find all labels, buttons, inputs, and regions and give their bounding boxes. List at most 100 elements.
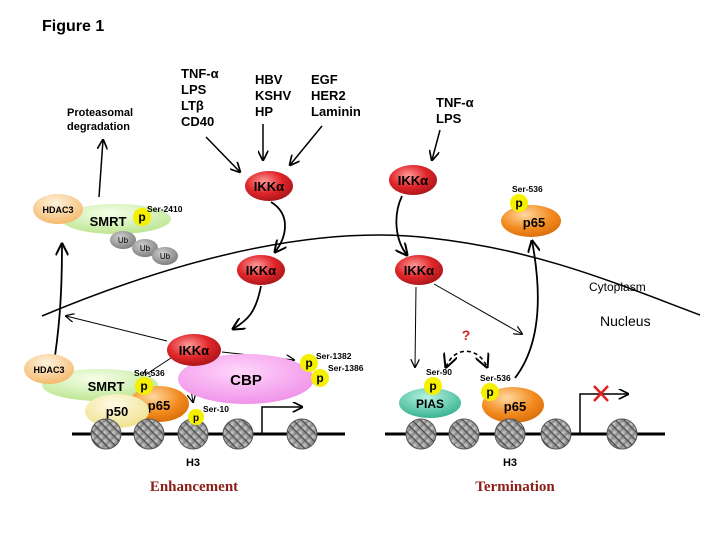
- arrow-stimuli3-to-ikka: [290, 125, 323, 165]
- ikka-label: IKKα: [404, 263, 434, 278]
- question-mark: ?: [462, 327, 471, 343]
- stimulus-tnfa-2: TNF-α: [436, 95, 474, 110]
- hdac3-label: HDAC3: [42, 205, 73, 215]
- ser-90-label: Ser-90: [426, 367, 452, 377]
- ikka-nuclear-left: IKKα: [167, 334, 221, 366]
- arrow-nuclear-smrt-to-cytoplasm: [54, 244, 62, 357]
- stimulus-hbv: HBV: [255, 72, 283, 87]
- hdac3-nuclear: [24, 354, 74, 384]
- p65-label: p65: [504, 399, 526, 414]
- stimulus-ltb: LTβ: [181, 98, 204, 113]
- ser-536-label: Ser-536: [512, 184, 543, 194]
- stimulus-lps-1: LPS: [181, 82, 207, 97]
- stimulus-tnfa-1: TNF-α: [181, 66, 219, 81]
- stimulus-lps-2: LPS: [436, 111, 462, 126]
- hdac3-top: [33, 194, 83, 224]
- p-label: p: [515, 196, 522, 210]
- question-interaction-arrow: [446, 350, 487, 367]
- p-label: p: [429, 379, 436, 393]
- phospho-cbp-2: [311, 369, 329, 387]
- arrow-p65-export: [514, 241, 538, 379]
- ser-10-label: Ser-10: [203, 404, 229, 414]
- arrow-ikka-to-nuclear-ikka: [233, 285, 262, 329]
- nucleosomes-right: [405, 418, 638, 450]
- nucleosome: [540, 418, 572, 450]
- ikka-label: IKKα: [398, 173, 428, 188]
- ub-label: Ub: [118, 236, 129, 245]
- nucleosome: [286, 418, 318, 450]
- p65-label: p65: [148, 398, 170, 413]
- cytoplasm-label: Cytoplasm: [589, 280, 646, 294]
- phospho-pias: [424, 377, 442, 395]
- nucleosome: [222, 418, 254, 450]
- ser-1386-label: Ser-1386: [328, 363, 364, 373]
- phospho-p65-left: [135, 377, 153, 395]
- arrow-ikka-to-ikka-left: [270, 201, 285, 252]
- pias-label: PIAS: [416, 397, 444, 411]
- stimulus-laminin: Laminin: [311, 104, 361, 119]
- p-label: p: [193, 413, 199, 424]
- nucleosome: [90, 418, 122, 450]
- smrt-complex-nuclear: SMRT HDAC3: [24, 354, 158, 401]
- ub-label: Ub: [160, 252, 171, 261]
- stimulus-her2: HER2: [311, 88, 346, 103]
- stimuli-group-3: EGF HER2 Laminin: [311, 72, 361, 119]
- nucleosome: [448, 418, 480, 450]
- degradation-label: degradation: [67, 121, 130, 133]
- stimuli-group-4: TNF-α LPS: [436, 95, 474, 126]
- hdac3-label: HDAC3: [33, 365, 64, 375]
- p-label: p: [316, 371, 323, 385]
- ikka-label: IKKα: [246, 263, 276, 278]
- p-label: p: [138, 210, 145, 224]
- ub-2: [132, 239, 158, 257]
- p50-label: p50: [106, 404, 128, 419]
- ser-536-label: Ser-536: [480, 373, 511, 383]
- arrow-ikka-to-p65: [142, 357, 172, 377]
- smrt-label: SMRT: [88, 379, 125, 394]
- p65-cytoplasm-right: p65 p Ser-536: [501, 184, 561, 237]
- arrow-stimuli1-to-ikka: [205, 136, 240, 172]
- arrow-ikka-to-smrt: [66, 316, 168, 342]
- membrane-curve: [41, 234, 701, 317]
- stimulus-cd40: CD40: [181, 114, 214, 129]
- cbp-label: CBP: [230, 372, 262, 389]
- ikka-mid-right: IKKα: [395, 255, 443, 285]
- nucleosomes-left: [90, 418, 318, 450]
- proteasomal-label: Proteasomal: [67, 107, 133, 119]
- figure-title: Figure 1: [42, 18, 104, 35]
- smrt-nuclear: [42, 369, 158, 401]
- arrow-ikka-to-ikka-right: [396, 195, 407, 255]
- transcription-start-left: [261, 407, 302, 434]
- nucleosome-h3: [494, 418, 526, 450]
- ub-1: [110, 231, 136, 249]
- caption-enhancement: Enhancement: [150, 479, 238, 495]
- ub-3: [152, 247, 178, 265]
- phospho-h3: [188, 409, 204, 425]
- pias: PIAS p Ser-90: [399, 367, 461, 418]
- caption-termination: Termination: [475, 479, 555, 495]
- ub-label: Ub: [140, 244, 151, 253]
- p65-nuclear-right: p65 p Ser-536: [480, 373, 544, 423]
- stimulus-kshv: KSHV: [255, 88, 291, 103]
- nucleus-label: Nucleus: [600, 313, 651, 329]
- stimuli-group-1: TNF-α LPS LTβ CD40: [181, 66, 219, 129]
- phospho-p65-cyto: [510, 194, 528, 212]
- phospho-cbp-1: [300, 354, 318, 372]
- phospho-smrt: [133, 208, 151, 226]
- transcription-start-right: [579, 394, 628, 434]
- ikka-label: IKKα: [254, 179, 284, 194]
- nucleosome: [133, 418, 165, 450]
- arrow-ikka-to-p65-right: [433, 283, 522, 334]
- arrow-stimuli4-to-ikka: [432, 129, 441, 160]
- p65-label: p65: [523, 215, 545, 230]
- nucleosome: [606, 418, 638, 450]
- smrt-complex-top: SMRT HDAC3 p Ser-2410 Ub Ub Ub: [33, 194, 183, 265]
- phospho-p65-right: [481, 383, 499, 401]
- nucleosome: [405, 418, 437, 450]
- p-label: p: [305, 356, 312, 370]
- ser-2410-label: Ser-2410: [147, 204, 183, 214]
- stimulus-hp: HP: [255, 104, 273, 119]
- ikka-top-right: IKKα: [389, 165, 437, 195]
- transcription-blocked-icon: [593, 385, 609, 402]
